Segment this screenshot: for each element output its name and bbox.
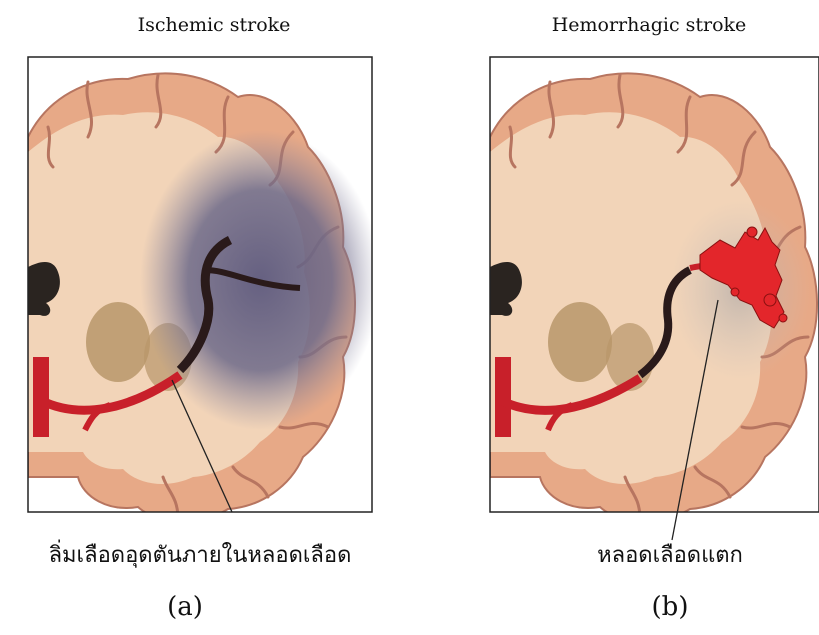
panel-b-callout: หลอดเลือดแตก xyxy=(545,537,795,572)
panel-a-label: (a) xyxy=(145,592,225,622)
panel-b-image xyxy=(490,57,819,522)
panel-b-label: (b) xyxy=(630,592,710,622)
panel-a-callout: ลิ่มเลือดอุดตันภายในหลอดเลือด xyxy=(0,537,400,572)
